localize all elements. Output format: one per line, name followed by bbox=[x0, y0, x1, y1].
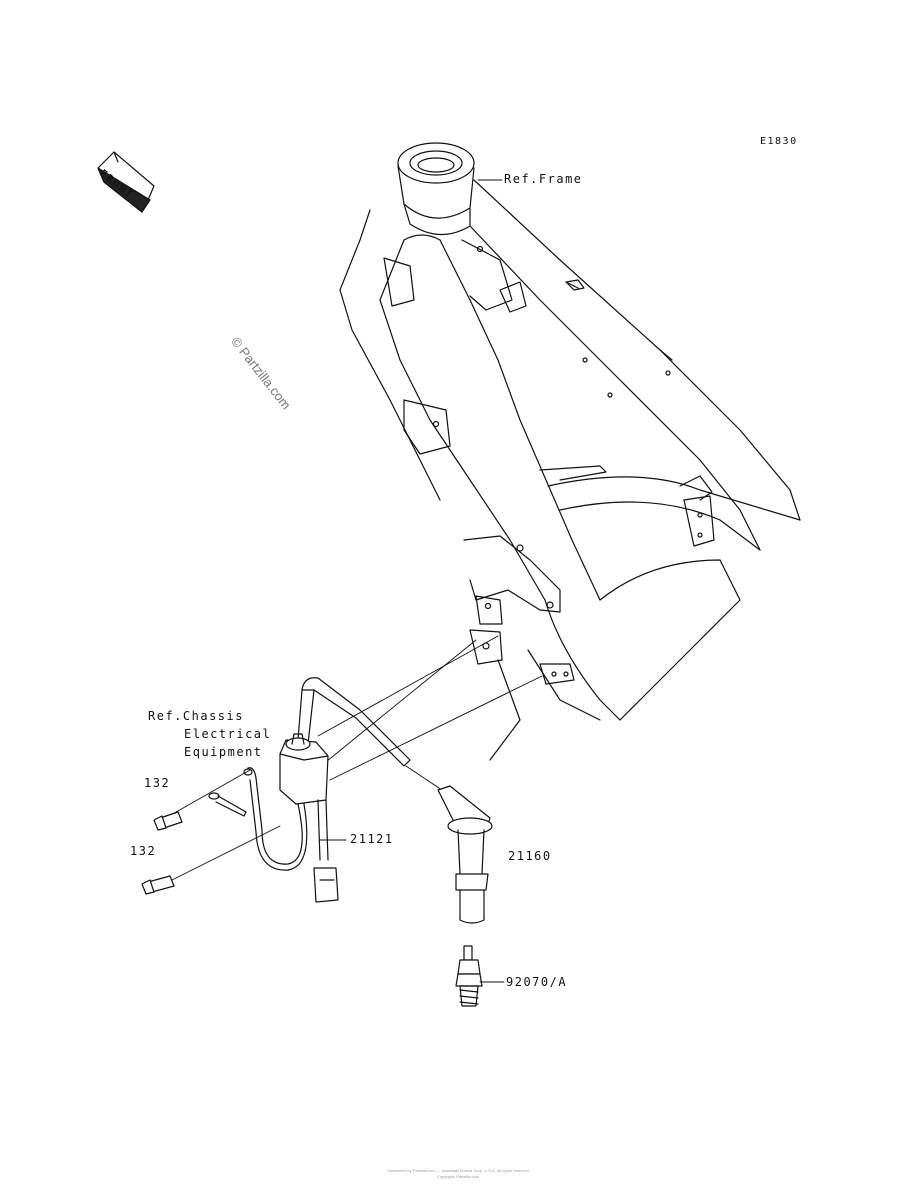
spark-plug bbox=[455, 945, 483, 1007]
ref-chassis-label: Ref.Chassis bbox=[148, 709, 244, 723]
footer-line-2: Copyright: Partzilla.com bbox=[436, 1174, 480, 1179]
frame-rear-loop bbox=[539, 465, 801, 721]
footer-line-1: Generated by Partzilla.com — Kawasaki Mo… bbox=[387, 1168, 529, 1173]
ref-chassis-label-line2: Electrical bbox=[184, 727, 272, 741]
bolt-lower bbox=[141, 875, 175, 895]
ref-frame-label: Ref.Frame bbox=[504, 172, 583, 186]
frame-down-tube bbox=[339, 209, 601, 601]
spark-plug-cap bbox=[437, 785, 493, 924]
frame-main-tube bbox=[469, 179, 801, 551]
engine-mount-brackets bbox=[463, 535, 601, 761]
part-number-132-upper[interactable]: 132 bbox=[144, 776, 171, 790]
part-number-21121[interactable]: 21121 bbox=[350, 832, 394, 846]
bolt-upper bbox=[153, 811, 183, 831]
leader-lines bbox=[319, 179, 505, 983]
part-number-21160[interactable]: 21160 bbox=[508, 849, 552, 863]
part-number-132-lower[interactable]: 132 bbox=[130, 844, 157, 858]
ignition-coil bbox=[243, 677, 411, 903]
ground-terminal bbox=[208, 792, 247, 817]
front-arrow-icon bbox=[97, 151, 155, 213]
part-number-92070-a[interactable]: 92070/A bbox=[506, 975, 568, 989]
ref-chassis-label-line3: Equipment bbox=[184, 745, 263, 759]
steering-head bbox=[397, 142, 475, 236]
diagram-code: E1830 bbox=[760, 136, 798, 147]
